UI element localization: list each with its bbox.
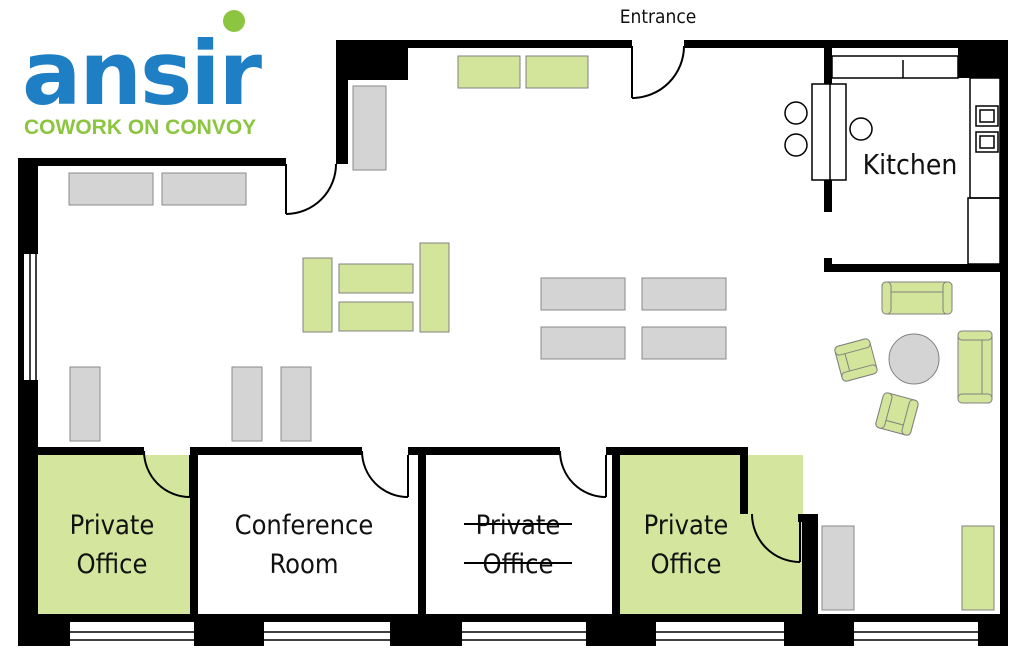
private-office-4-label-line2: Office [651, 549, 722, 580]
interior-walls [38, 48, 1006, 615]
bottom-windows [70, 631, 978, 641]
logo-wordmark: ansir [22, 22, 263, 125]
stool-icon [784, 101, 808, 125]
conference-room-label-line2: Room [269, 549, 338, 580]
lounge-furniture [302, 55, 995, 611]
left-window [29, 254, 37, 380]
brand-logo: ansir COWORK ON CONVOY [22, 10, 265, 139]
round-table-icon [888, 333, 940, 385]
logo-tagline: COWORK ON CONVOY [24, 116, 256, 139]
conference-room-label-line1: Conference [235, 510, 374, 541]
exterior-walls [18, 40, 1008, 646]
kitchen-label: Kitchen [863, 148, 958, 181]
private-office-1-floor [38, 455, 194, 615]
doors [143, 45, 801, 563]
kitchen-fixtures [784, 55, 1001, 265]
logo-dot-icon [223, 10, 245, 32]
private-office-1-label-line2: Office [77, 549, 148, 580]
desks [68, 85, 855, 611]
private-office-4-label-line1: Private [644, 510, 729, 541]
stool-icon [849, 117, 873, 141]
private-office-3-label-line1: Private [476, 510, 561, 541]
private-office-3-label-line2: Office [483, 549, 554, 580]
stool-icon [784, 133, 808, 157]
private-office-1-label-line1: Private [70, 510, 155, 541]
entrance-label: Entrance [620, 6, 697, 28]
private-office-4-floor [619, 455, 803, 615]
